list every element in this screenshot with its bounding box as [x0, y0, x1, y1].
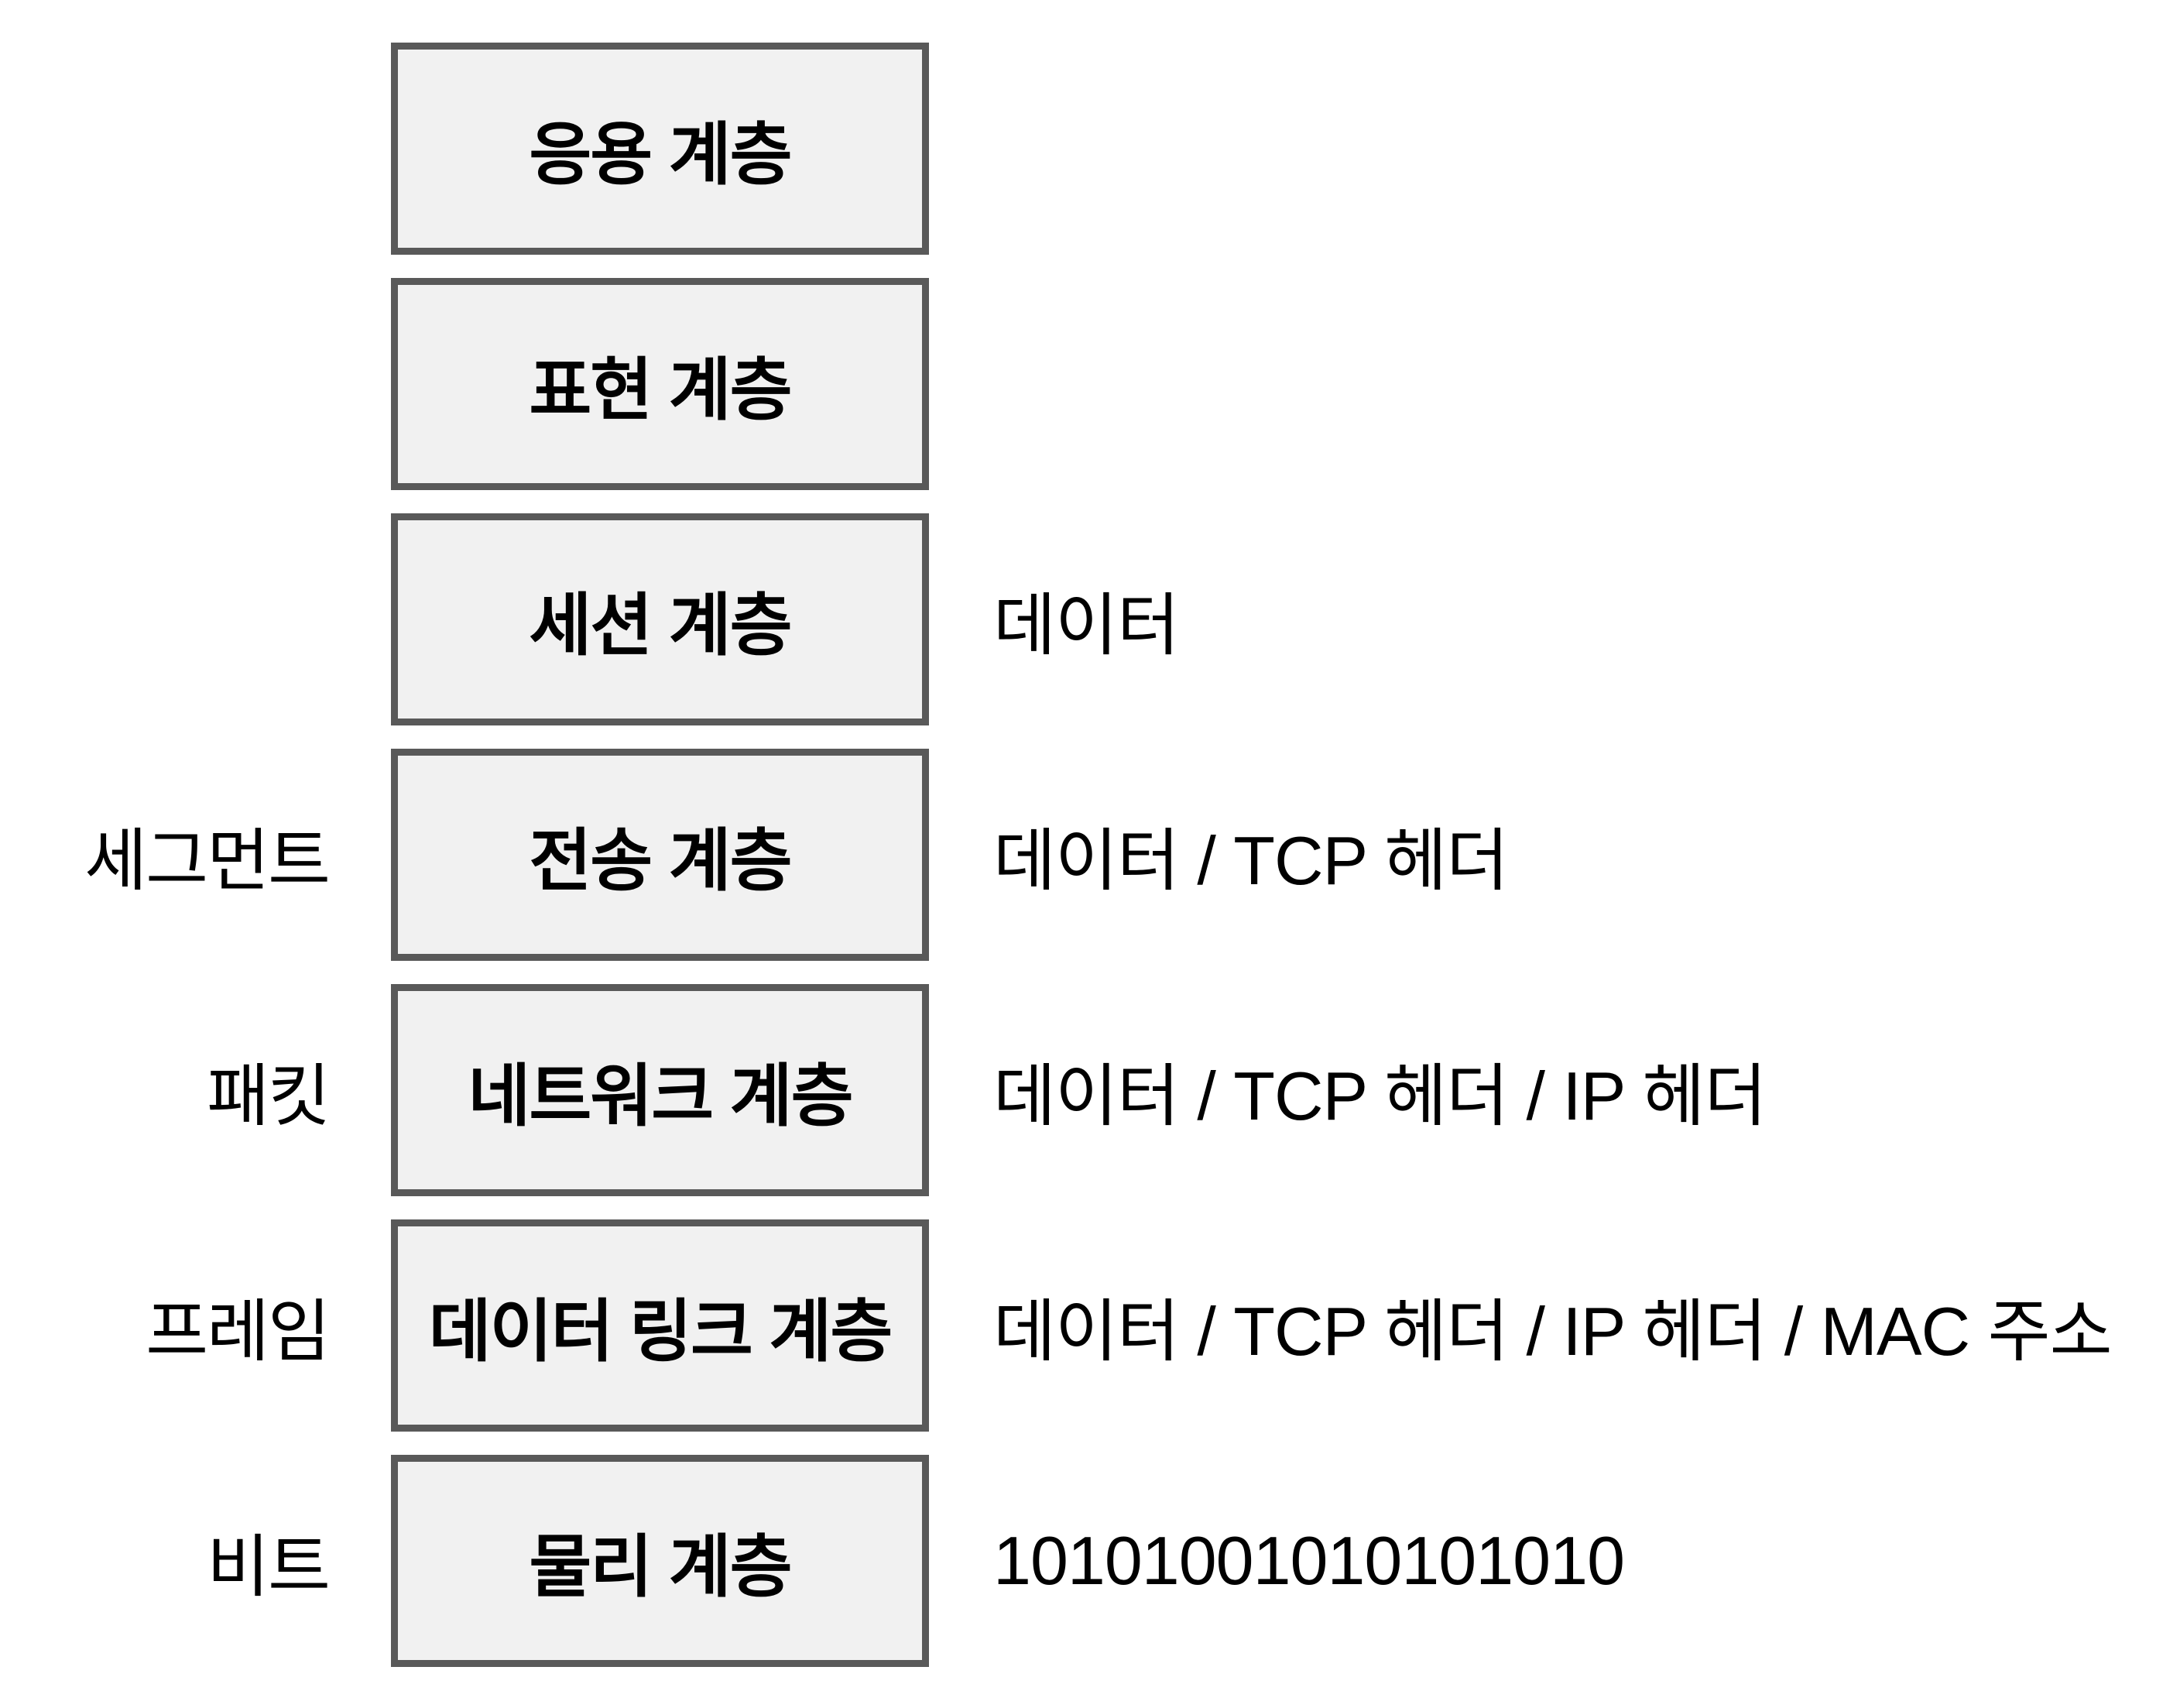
encapsulation-label-presentation: [993, 278, 2170, 490]
pdu-label-application: [0, 43, 329, 255]
layer-box-application: 응용 계층: [391, 43, 929, 255]
layer-box-label-transport: 전송 계층: [529, 821, 792, 899]
layer-row-physical: 비트 물리 계층 10101001010101010: [0, 1455, 2180, 1667]
encapsulation-label-datalink: 데이터 / TCP 헤더 / IP 헤더 / MAC 주소: [993, 1292, 2113, 1370]
pdu-label-presentation: [0, 278, 329, 490]
layer-row-transport: 세그먼트 전송 계층 데이터 / TCP 헤더: [0, 749, 2180, 961]
layer-row-network: 패킷 네트워크 계층 데이터 / TCP 헤더 / IP 헤더: [0, 984, 2180, 1196]
layer-box-transport: 전송 계층: [391, 749, 929, 961]
layer-box-label-physical: 물리 계층: [529, 1528, 792, 1605]
layer-box-label-session: 세션 계층: [529, 586, 792, 664]
layer-box-label-network: 네트워크 계층: [468, 1057, 853, 1134]
layer-box-session: 세션 계층: [391, 513, 929, 725]
layer-box-label-presentation: 표현 계층: [529, 351, 792, 428]
encapsulation-label-network: 데이터 / TCP 헤더 / IP 헤더: [993, 1057, 1767, 1134]
encapsulation-label-session: 데이터: [993, 586, 1180, 664]
layer-box-label-application: 응용 계층: [529, 115, 792, 193]
pdu-label-network: 패킷: [207, 1057, 331, 1134]
layer-row-presentation: 표현 계층: [0, 278, 2180, 490]
layer-row-application: 응용 계층: [0, 43, 2180, 255]
pdu-label-session: [0, 513, 329, 725]
pdu-label-transport: 세그먼트: [84, 821, 331, 899]
layer-box-network: 네트워크 계층: [391, 984, 929, 1196]
layer-box-label-datalink: 데이터 링크 계층: [428, 1292, 893, 1370]
encapsulation-label-transport: 데이터 / TCP 헤더: [993, 821, 1509, 899]
layer-box-presentation: 표현 계층: [391, 278, 929, 490]
encapsulation-label-physical: 10101001010101010: [993, 1522, 1625, 1599]
layer-row-datalink: 프레임 데이터 링크 계층 데이터 / TCP 헤더 / IP 헤더 / MAC…: [0, 1219, 2180, 1432]
encapsulation-label-application: [993, 43, 2170, 255]
pdu-label-physical: 비트: [207, 1528, 331, 1605]
layer-box-physical: 물리 계층: [391, 1455, 929, 1667]
pdu-label-datalink: 프레임: [146, 1292, 331, 1370]
layer-row-session: 세션 계층 데이터: [0, 513, 2180, 725]
layer-box-datalink: 데이터 링크 계층: [391, 1219, 929, 1432]
